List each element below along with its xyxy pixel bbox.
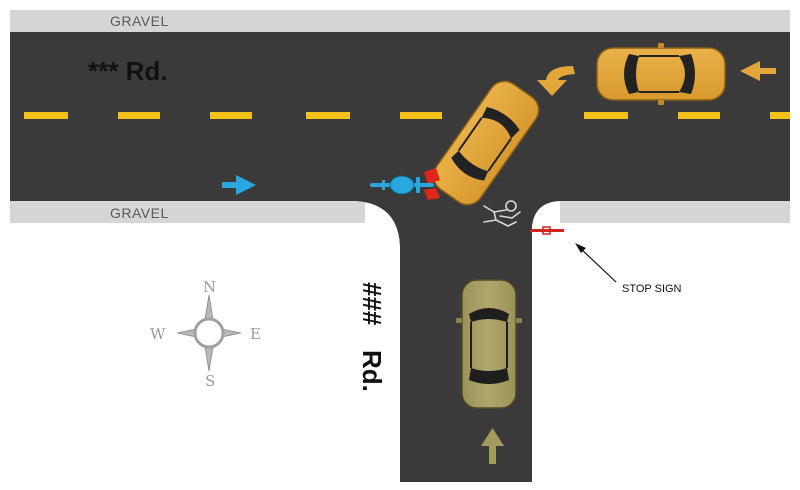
road-name-vertical-line1: ### <box>357 282 387 326</box>
direction-arrow-icon <box>740 61 776 81</box>
road-name-vertical-line2: Rd. <box>357 350 387 392</box>
impact-marks <box>424 168 440 200</box>
u-turn-arrow-icon <box>537 66 575 96</box>
road-surface <box>10 32 790 482</box>
orange-car-turning <box>432 80 540 206</box>
compass-rose-icon <box>176 294 242 372</box>
gravel-shoulder-top <box>10 10 790 32</box>
stop-sign-label: STOP SIGN <box>622 283 682 295</box>
olive-car-north <box>456 279 522 409</box>
compass-east: E <box>250 325 261 343</box>
bicycle-icon <box>370 175 434 195</box>
olive-direction-arrow-icon <box>481 428 504 464</box>
compass-north: N <box>203 278 216 296</box>
road-name-horizontal: *** Rd. <box>88 56 167 86</box>
chalk-outline-icon <box>483 200 521 227</box>
compass-south: S <box>205 372 215 390</box>
gravel-label-top: GRAVEL <box>110 13 169 29</box>
gravel-shoulder-bottom-left <box>10 201 365 223</box>
gravel-shoulder-bottom-right <box>560 201 790 223</box>
stop-sign-pointer <box>575 243 617 283</box>
cyclist-direction-arrow-icon <box>222 175 256 195</box>
orange-car-west <box>596 43 726 105</box>
gravel-label-bottom: GRAVEL <box>110 205 169 221</box>
compass-west: W <box>150 325 166 343</box>
stop-sign-icon <box>530 226 564 235</box>
center-line <box>24 112 790 119</box>
